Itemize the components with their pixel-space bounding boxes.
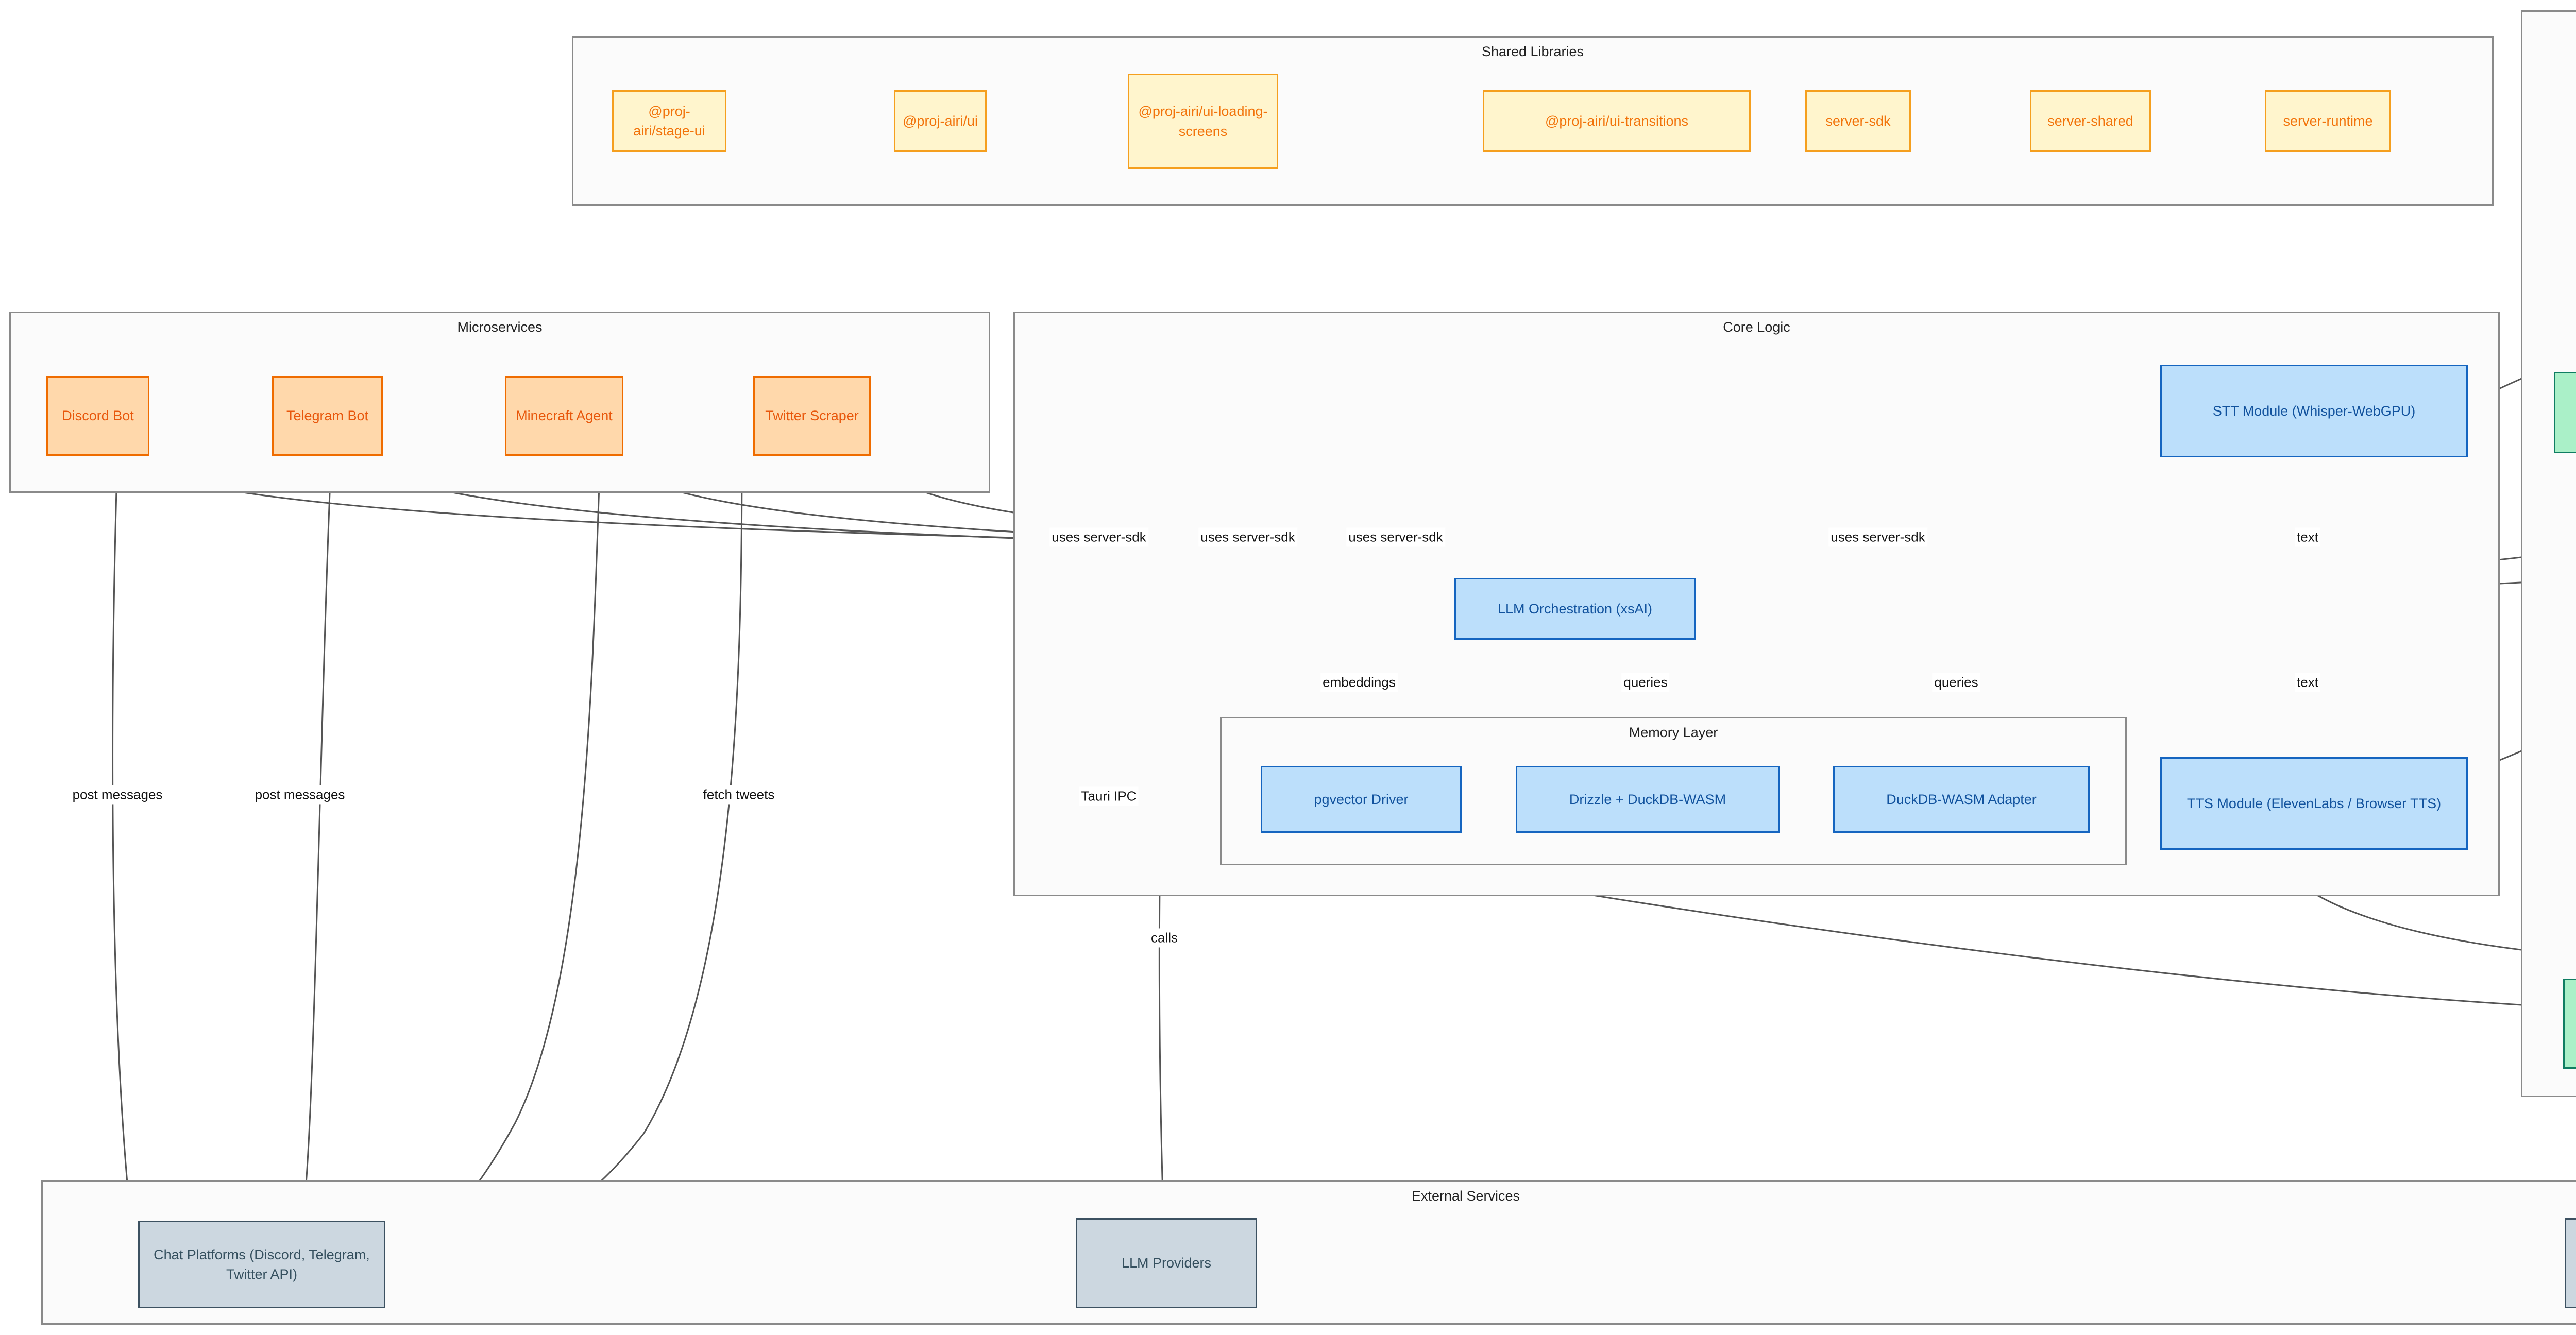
cluster-ui-clients: UI Clients xyxy=(2521,10,2576,1097)
edge-label-text-stt: text xyxy=(2295,527,2320,547)
node-lib-server-sdk[interactable]: server-sdk xyxy=(1805,90,1911,152)
node-microservice-minecraft-agent[interactable]: Minecraft Agent xyxy=(505,376,623,456)
edge-label-queries-2: queries xyxy=(1932,673,1980,692)
node-ui-browser-stage-web[interactable]: Browser UI: stage-web xyxy=(2554,372,2576,453)
cluster-external-services: External Services xyxy=(41,1180,2576,1325)
node-microservice-discord-bot[interactable]: Discord Bot xyxy=(46,376,149,456)
edge-label-queries-1: queries xyxy=(1621,673,1670,692)
edge-label-uses-server-sdk-1: uses server-sdk xyxy=(1049,527,1148,547)
edge-label-uses-server-sdk-3: uses server-sdk xyxy=(1346,527,1445,547)
node-lib-ui-transitions[interactable]: @proj-airi/ui-transitions xyxy=(1483,90,1751,152)
node-memory-pgvector-driver[interactable]: pgvector Driver xyxy=(1261,766,1462,833)
cluster-title-external-services: External Services xyxy=(1411,1188,1520,1204)
edge-label-embeddings: embeddings xyxy=(1320,673,1398,692)
node-microservice-twitter-scraper[interactable]: Twitter Scraper xyxy=(753,376,871,456)
edge-label-text-tts: text xyxy=(2295,673,2320,692)
cluster-title-microservices: Microservices xyxy=(457,319,543,335)
edge-label-post-messages-2: post messages xyxy=(252,785,347,805)
node-lib-stage-ui[interactable]: @proj-airi/stage-ui xyxy=(612,90,726,152)
edge-label-calls: calls xyxy=(1148,928,1180,948)
node-external-chat-platforms[interactable]: Chat Platforms (Discord, Telegram, Twitt… xyxy=(138,1221,385,1308)
node-ui-desktop-tamagotchi-tauri[interactable]: Desktop UI (Tamagotchi/Tauri) xyxy=(2563,979,2576,1069)
edge-label-tauri-ipc: Tauri IPC xyxy=(1079,786,1139,806)
node-lib-server-runtime[interactable]: server-runtime xyxy=(2265,90,2391,152)
node-microservice-telegram-bot[interactable]: Telegram Bot xyxy=(272,376,383,456)
node-lib-server-shared[interactable]: server-shared xyxy=(2030,90,2151,152)
cluster-shared-libraries: Shared Libraries xyxy=(572,36,2494,206)
node-core-tts-module[interactable]: TTS Module (ElevenLabs / Browser TTS) xyxy=(2160,757,2468,850)
node-memory-duckdb-wasm-adapter[interactable]: DuckDB-WASM Adapter xyxy=(1833,766,2090,833)
cluster-title-memory-layer: Memory Layer xyxy=(1629,725,1718,740)
edge-label-uses-server-sdk-2: uses server-sdk xyxy=(1198,527,1297,547)
node-external-game-servers[interactable]: Game Servers (Minecraft, Factorio) xyxy=(2565,1218,2576,1308)
node-memory-drizzle-duckdb-wasm[interactable]: Drizzle + DuckDB-WASM xyxy=(1516,766,1780,833)
edge-label-fetch-tweets: fetch tweets xyxy=(701,785,777,805)
edge-label-post-messages-1: post messages xyxy=(70,785,165,805)
node-core-llm-orchestration[interactable]: LLM Orchestration (xsAI) xyxy=(1454,578,1696,640)
cluster-title-ui-clients: UI Clients xyxy=(2522,18,2576,34)
node-lib-ui[interactable]: @proj-airi/ui xyxy=(894,90,987,152)
node-external-llm-providers[interactable]: LLM Providers xyxy=(1076,1218,1257,1308)
edge-label-uses-server-sdk-4: uses server-sdk xyxy=(1828,527,1927,547)
node-core-stt-module[interactable]: STT Module (Whisper-WebGPU) xyxy=(2160,365,2468,457)
cluster-title-shared-libraries: Shared Libraries xyxy=(1481,44,1584,59)
node-lib-ui-loading-screens[interactable]: @proj-airi/ui-loading-screens xyxy=(1128,74,1278,169)
cluster-title-core-logic: Core Logic xyxy=(1723,319,1790,335)
